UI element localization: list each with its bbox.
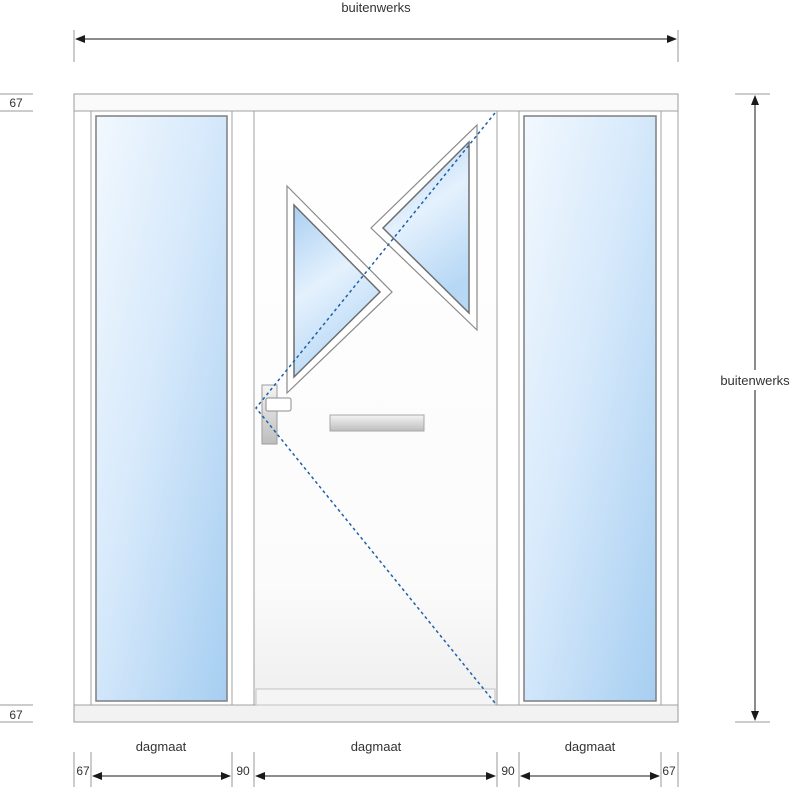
frame-top-label: 67 <box>9 96 23 110</box>
frame-jamb-right <box>660 110 679 706</box>
door-threshold <box>255 688 496 706</box>
bottom-mullion-left-label: 90 <box>236 764 250 778</box>
bottom-mullion-right-label: 90 <box>501 764 515 778</box>
handle-icon <box>261 384 292 445</box>
daylight-center-label: dagmaat <box>351 739 402 754</box>
left-sidelight-glass <box>95 115 228 702</box>
frame-sill <box>73 704 679 723</box>
bottom-left-frame-label: 67 <box>76 764 90 778</box>
right-mullion <box>496 110 520 706</box>
frame-jamb-left <box>73 110 92 706</box>
top-width-label: buitenwerks <box>341 0 411 15</box>
frame-bottom-label: 67 <box>9 708 23 722</box>
frame-head <box>73 93 679 112</box>
bottom-right-frame-label: 67 <box>662 764 676 778</box>
door-swing-indicator <box>255 112 496 704</box>
right-height-label: buitenwerks <box>720 373 790 388</box>
right-sidelight-glass <box>523 115 657 702</box>
left-mullion <box>231 110 255 706</box>
letterbox-icon <box>329 414 425 432</box>
daylight-left-label: dagmaat <box>136 739 187 754</box>
daylight-right-label: dagmaat <box>565 739 616 754</box>
triangle-window-right-glass <box>381 140 470 315</box>
